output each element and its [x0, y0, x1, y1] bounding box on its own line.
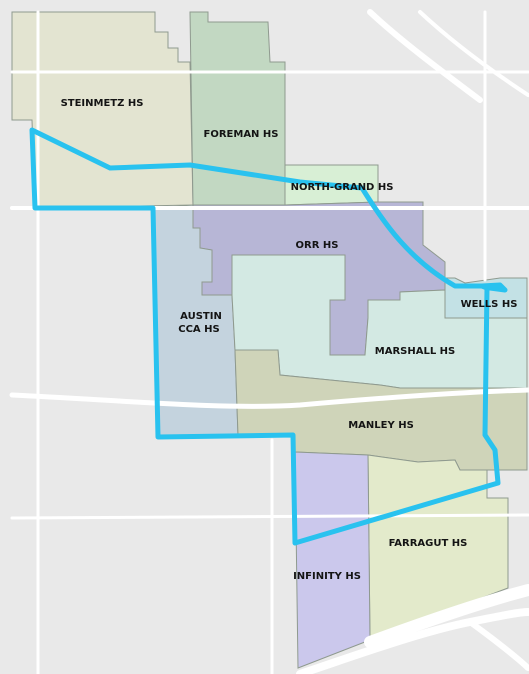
zone-infinity[interactable] — [294, 451, 371, 669]
label-foreman: FOREMAN HS — [204, 129, 279, 140]
road-ew-lower — [10, 513, 529, 520]
route-layer — [29, 127, 508, 546]
label-farragut: FARRAGUT HS — [389, 538, 468, 549]
label-north-grand: NORTH-GRAND HS — [291, 182, 394, 193]
label-orr: ORR HS — [296, 240, 339, 251]
roads-layer — [9, 9, 529, 674]
route-loop-wells — [479, 282, 508, 293]
label-steinmetz: STEINMETZ HS — [61, 98, 144, 109]
zone-steinmetz[interactable] — [11, 11, 194, 209]
label-marshall: MARSHALL HS — [375, 346, 456, 357]
labels-layer: STEINMETZ HS FOREMAN HS NORTH-GRAND HS O… — [61, 98, 518, 582]
label-austin-line1: AUSTIN — [180, 311, 222, 322]
label-manley: MANLEY HS — [348, 420, 414, 431]
label-austin-line2: CCA HS — [178, 324, 219, 335]
road-ew-middle — [9, 387, 529, 409]
road-highway-southwest — [296, 608, 529, 674]
road-diagonal-northeast — [367, 9, 483, 103]
label-infinity: INFINITY HS — [293, 571, 361, 582]
route-line — [29, 127, 501, 546]
road-diagonal-northeast-2 — [418, 10, 529, 97]
road-highway-south — [364, 584, 529, 648]
zones-layer — [11, 11, 528, 669]
label-wells: WELLS HS — [461, 299, 518, 310]
road-ramp-south — [467, 619, 529, 671]
